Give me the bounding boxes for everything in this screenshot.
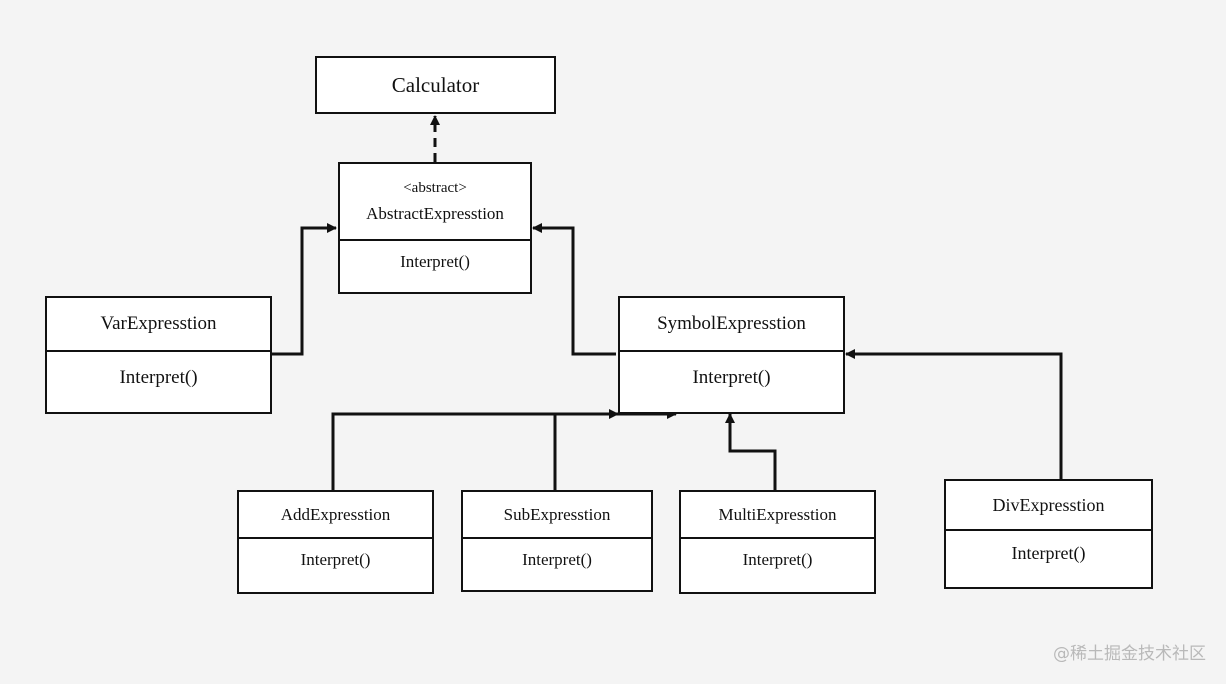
class-name-var-expression: VarExpresstion <box>100 313 217 335</box>
arrow-multi-to-symbol <box>725 413 777 490</box>
class-div-expression: DivExpresstion Interpret() <box>944 479 1153 589</box>
class-add-expression: AddExpresstion Interpret() <box>237 490 434 594</box>
arrow-symbol-to-abstract <box>532 223 616 356</box>
method-sub-interpret: Interpret() <box>522 550 592 569</box>
class-multi-expression: MultiExpresstion Interpret() <box>679 490 876 594</box>
class-sub-expression: SubExpresstion Interpret() <box>461 490 653 592</box>
class-name-add-expression: AddExpresstion <box>280 504 391 524</box>
method-div-interpret: Interpret() <box>1011 543 1086 563</box>
class-name-calculator: Calculator <box>391 72 480 97</box>
method-var-interpret: Interpret() <box>119 367 198 388</box>
class-name-abstract-expression: AbstractExpresstion <box>366 204 504 224</box>
stereotype-abstract: <abstract> <box>403 179 467 196</box>
method-abstract-interpret: Interpret() <box>400 252 470 271</box>
method-multi-interpret: Interpret() <box>742 550 813 569</box>
class-name-sub-expression: SubExpresstion <box>503 504 611 524</box>
method-symbol-interpret: Interpret() <box>692 367 771 388</box>
class-name-symbol-expression: SymbolExpresstion <box>657 313 806 335</box>
arrow-div-to-symbol <box>845 349 1063 479</box>
arrow-var-to-abstract <box>271 223 337 356</box>
method-add-interpret: Interpret() <box>300 550 371 569</box>
class-name-multi-expression: MultiExpresstion <box>718 504 837 524</box>
class-name-div-expression: DivExpresstion <box>992 494 1105 515</box>
class-abstract-expression: <abstract> AbstractExpresstion Interpret… <box>338 162 532 294</box>
watermark-text: @稀土掘金技术社区 <box>1053 644 1206 664</box>
class-symbol-expression: SymbolExpresstion Interpret() <box>618 296 845 414</box>
arrow-add-to-symbol <box>331 409 677 490</box>
class-var-expression: VarExpresstion Interpret() <box>45 296 272 414</box>
class-calculator: Calculator <box>315 56 556 114</box>
arrow-sub-to-symbol <box>553 409 619 490</box>
